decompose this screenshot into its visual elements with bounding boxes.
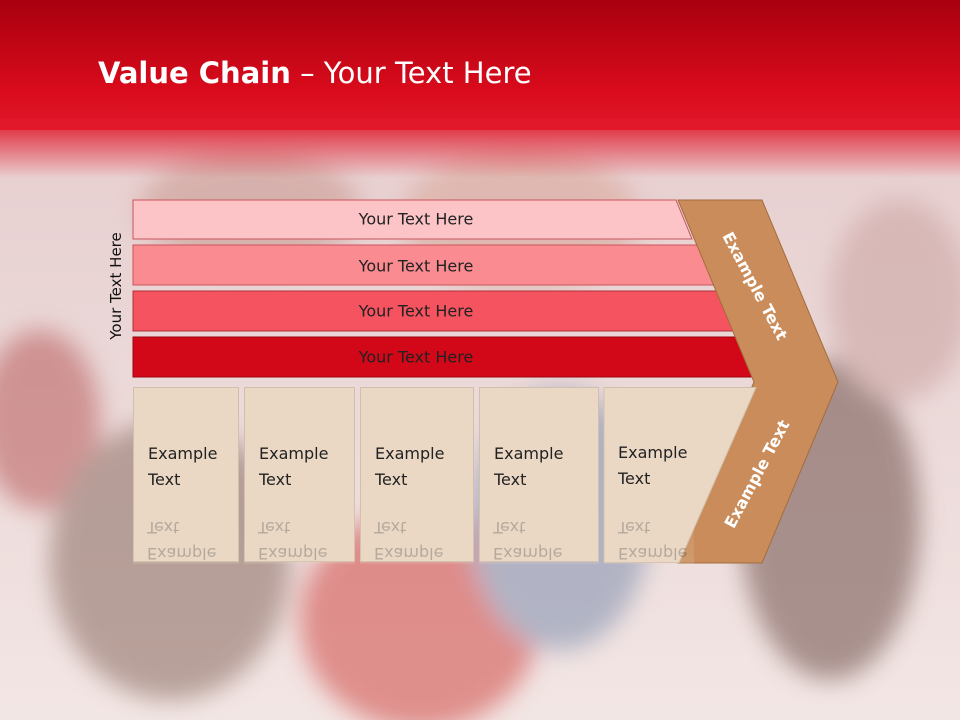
box-5-line2: Text: [618, 466, 694, 492]
box-3[interactable]: Example Text: [360, 387, 474, 562]
box-4-refl-line2: Text: [493, 518, 526, 537]
slide-title: Value Chain – Your Text Here: [98, 56, 532, 90]
box-1-refl-line2: Text: [147, 518, 180, 537]
box-4-line2: Text: [494, 467, 598, 493]
box-5-reflection: Example Text: [604, 444, 694, 564]
bar-3-label: Your Text Here: [358, 301, 474, 321]
header-band: [0, 0, 960, 130]
box-2[interactable]: Example Text: [244, 387, 355, 562]
box-2-line2: Text: [259, 467, 354, 493]
box-3-line1: Example: [375, 441, 473, 467]
title-bold: Value Chain: [98, 56, 291, 90]
header-fade: [0, 118, 960, 178]
box-1-line1: Example: [148, 441, 238, 467]
box-3-refl-line2: Text: [374, 518, 407, 537]
box-4-line1: Example: [494, 441, 598, 467]
box-4[interactable]: Example Text: [479, 387, 599, 562]
box-3-refl-line1: Example: [374, 544, 444, 563]
box-1[interactable]: Example Text: [133, 387, 239, 562]
box-2-refl-line2: Text: [258, 518, 291, 537]
box-1-refl-line1: Example: [147, 544, 217, 563]
bar-1[interactable]: [132, 199, 693, 240]
title-rest: – Your Text Here: [290, 56, 532, 90]
box-5-refl-line2: Text: [618, 518, 651, 537]
box-2-refl-line1: Example: [258, 544, 328, 563]
box-5-refl-line1: Example: [618, 544, 688, 563]
box-1-line2: Text: [148, 467, 238, 493]
bar-2-label: Your Text Here: [358, 256, 474, 276]
bar-1-label: Your Text Here: [358, 209, 474, 229]
box-4-refl-line1: Example: [493, 544, 563, 563]
box-5[interactable]: Example Text: [604, 387, 694, 562]
box-5-line1: Example: [618, 440, 694, 466]
box-5-shape: [603, 387, 757, 563]
box-3-line2: Text: [375, 467, 473, 493]
bar-4-label: Your Text Here: [358, 347, 474, 367]
box-2-line1: Example: [259, 441, 354, 467]
